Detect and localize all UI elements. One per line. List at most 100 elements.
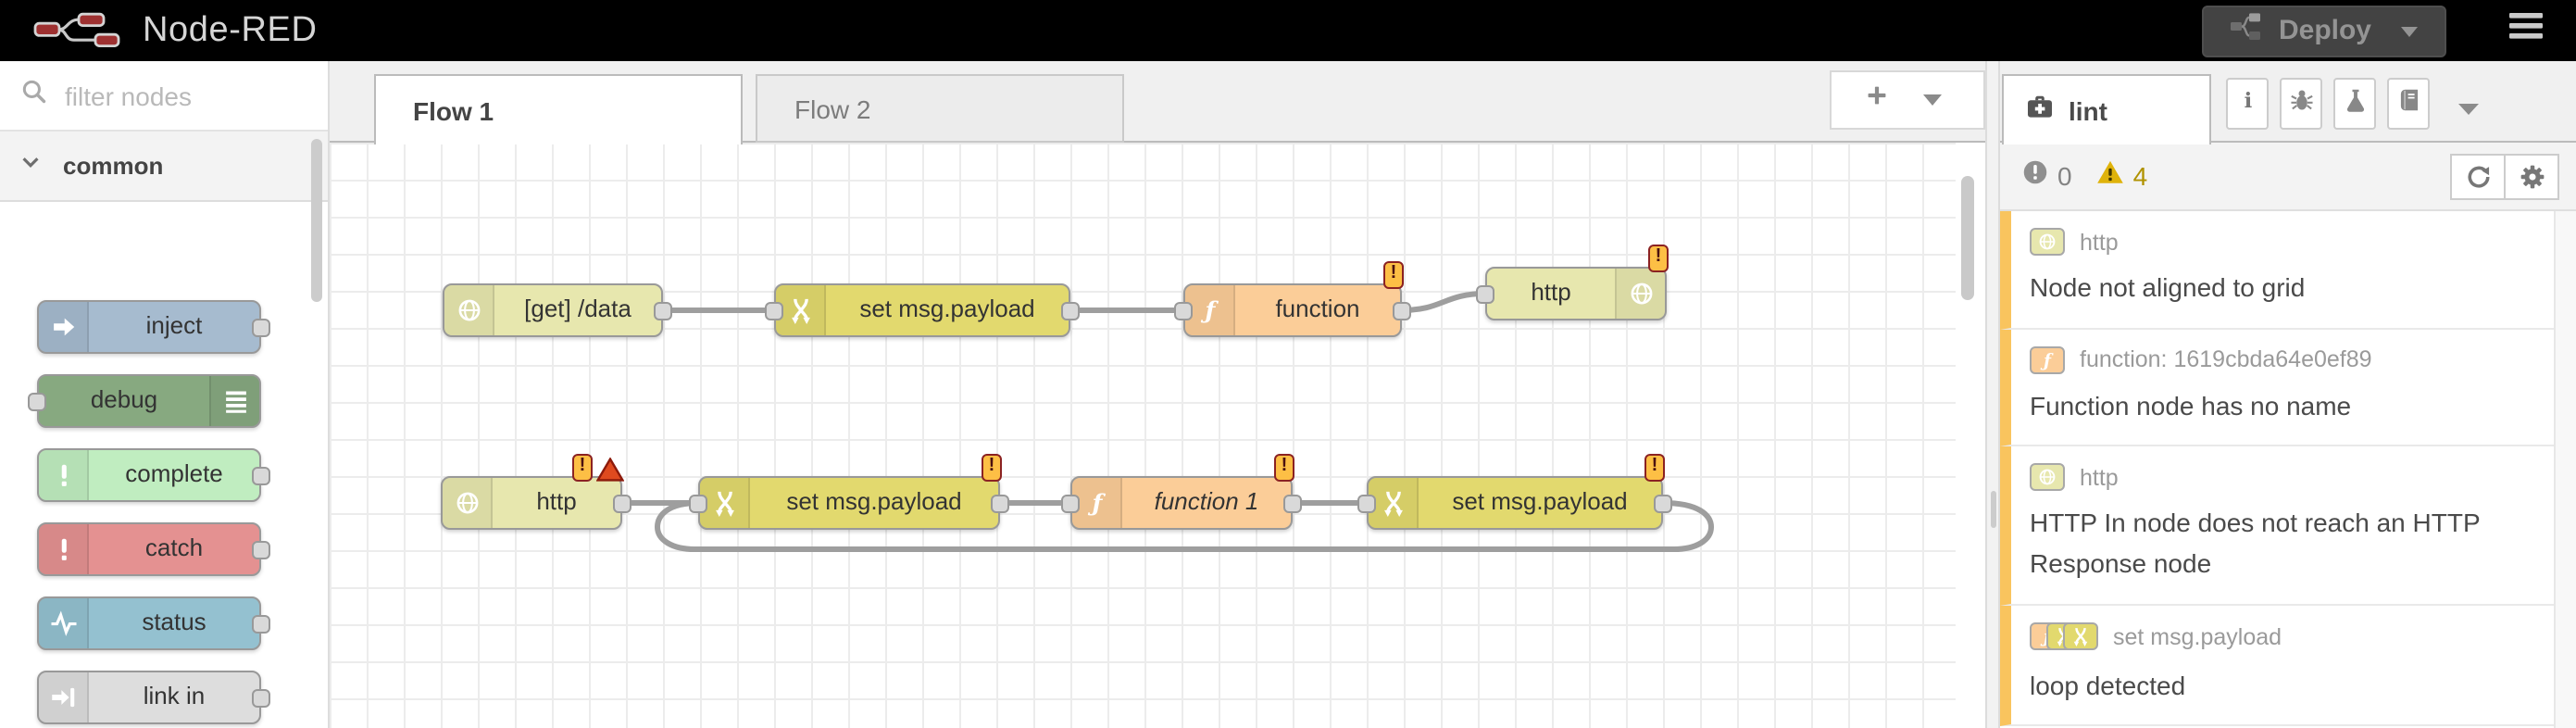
hamburger-menu-icon[interactable] [2509,13,2543,48]
tab-lint[interactable]: lint [2002,74,2211,144]
header: Node-RED Deploy [0,0,2576,61]
svg-text:ƒ: ƒ [1087,489,1106,517]
wire[interactable] [1399,291,1488,313]
svg-text:ƒ: ƒ [1200,296,1219,324]
issue-node-label: http [2080,229,2119,255]
output-port[interactable] [252,615,270,634]
palette-node-status[interactable]: status [37,596,270,650]
change-shuffle-icon [1369,478,1419,528]
splitter-drag-handle[interactable] [1991,491,1996,528]
palette-node-debug[interactable]: debug [28,374,261,428]
http-response-node[interactable]: http! [1476,245,1669,320]
error-circle-icon [2022,158,2048,194]
input-port[interactable] [1061,495,1080,513]
debug-messages-button[interactable] [2280,78,2322,130]
tab-flow-2[interactable]: Flow 2 [756,74,1124,143]
flow-canvas[interactable]: [get] /data set msg.payload ƒ function! ht… [330,143,1956,728]
warning-count: 4 [2132,161,2148,191]
output-port[interactable] [1654,495,1672,513]
lint-issue-item[interactable]: ƒ set msg.payload loop detected [2000,605,2554,727]
input-port[interactable] [1174,302,1193,320]
change-set-payload-r1[interactable]: set msg.payload [765,283,1080,337]
input-port[interactable] [28,393,46,411]
palette-node-link-in[interactable]: link in [37,671,270,724]
status-pulse-icon [39,598,89,648]
input-port[interactable] [1357,495,1376,513]
function-node[interactable]: ƒ function! [1174,261,1411,337]
change-set-payload-a[interactable]: set msg.payload! [689,454,1009,530]
palette-category-common[interactable]: common [0,132,328,202]
error-count: 0 [2057,161,2072,191]
warning-badge-icon: ! [1383,261,1404,289]
wire-layer [619,291,1715,552]
palette-node-inject[interactable]: inject [37,300,270,354]
issue-node-label: set msg.payload [2113,624,2282,651]
palette-search [0,61,328,132]
output-port[interactable] [1061,302,1080,320]
node-info-button[interactable]: i [2226,78,2269,130]
lint-summary-bar: 0 4 [2000,143,2576,211]
deploy-button[interactable]: Deploy [2202,5,2446,56]
issue-node-label: function: 1619cbda64e0ef89 [2080,346,2372,373]
palette-scrollbar[interactable] [311,139,322,302]
test-button[interactable] [2333,78,2376,130]
http-in-get-data[interactable]: [get] /data [443,283,672,337]
help-button[interactable] [2387,78,2430,130]
lint-issue-item[interactable]: http HTTP In node does not reach an HTTP… [2000,446,2554,606]
flow-tab-label: Flow 2 [794,94,871,123]
input-port[interactable] [689,495,707,513]
flow-list-caret-down-icon[interactable] [1922,83,1943,117]
exclamation-icon [39,450,89,500]
output-port[interactable] [252,467,270,485]
deploy-caret-down-icon[interactable] [2399,23,2418,38]
change-shuffle-icon [776,285,826,335]
warning-badge-icon: ! [1648,245,1669,272]
tab-flow-1[interactable]: Flow 1 [374,74,743,144]
input-port[interactable] [765,302,783,320]
output-port[interactable] [252,319,270,337]
wire[interactable] [654,500,1715,552]
warning-badge-icon: ! [572,454,593,482]
issue-node-label: http [2080,464,2119,491]
link-in-icon [39,672,89,722]
filter-nodes-input[interactable] [61,79,291,112]
output-port[interactable] [1393,302,1411,320]
warning-badge-icon: ! [982,454,1002,482]
app-title: Node-RED [143,10,318,49]
add-flow-button[interactable] [1865,83,1889,117]
function-icon: ƒ [1185,285,1235,335]
output-port[interactable] [991,495,1009,513]
flow-node-label: set msg.payload [1452,487,1628,515]
output-port[interactable] [654,302,672,320]
palette-node-complete[interactable]: complete [37,448,270,502]
refresh-button[interactable] [2452,156,2504,198]
output-port[interactable] [252,541,270,559]
inject-arrow-icon [39,302,89,352]
input-port[interactable] [1476,285,1494,304]
issue-list-scroll-track[interactable] [2554,211,2576,728]
canvas-scrollbar[interactable] [1961,176,1974,300]
lint-issue-item[interactable]: http Node not aligned to grid [2000,211,2554,330]
lint-settings-gear-icon[interactable] [2504,156,2557,198]
bug-icon [2288,86,2314,121]
sidebar-splitter[interactable] [1985,61,2000,728]
change-shuffle-icon [2063,621,2098,650]
output-port[interactable] [1283,495,1302,513]
output-port[interactable] [252,689,270,708]
tab-actions [1830,70,1985,130]
flow-node-label: function [1275,295,1360,322]
http-in-node[interactable]: http! [441,454,631,530]
palette-node-catch[interactable]: catch [37,522,270,576]
output-port[interactable] [613,495,631,513]
flow-node-label: function 1 [1154,487,1259,515]
flow-tab-bar: Flow 1 Flow 2 [330,61,1985,144]
warning-triangle-icon [2096,158,2124,194]
change-set-payload-b[interactable]: set msg.payload! [1357,454,1672,530]
lint-sidebar: lint i 0 [2000,61,2576,728]
workspace: Flow 1 Flow 2 [get] /data set msg.payload… [330,61,1985,728]
warning-badge-icon: ! [1644,454,1665,482]
sidebar-menu-caret-down-icon[interactable] [2457,93,2480,126]
search-icon [20,77,48,114]
